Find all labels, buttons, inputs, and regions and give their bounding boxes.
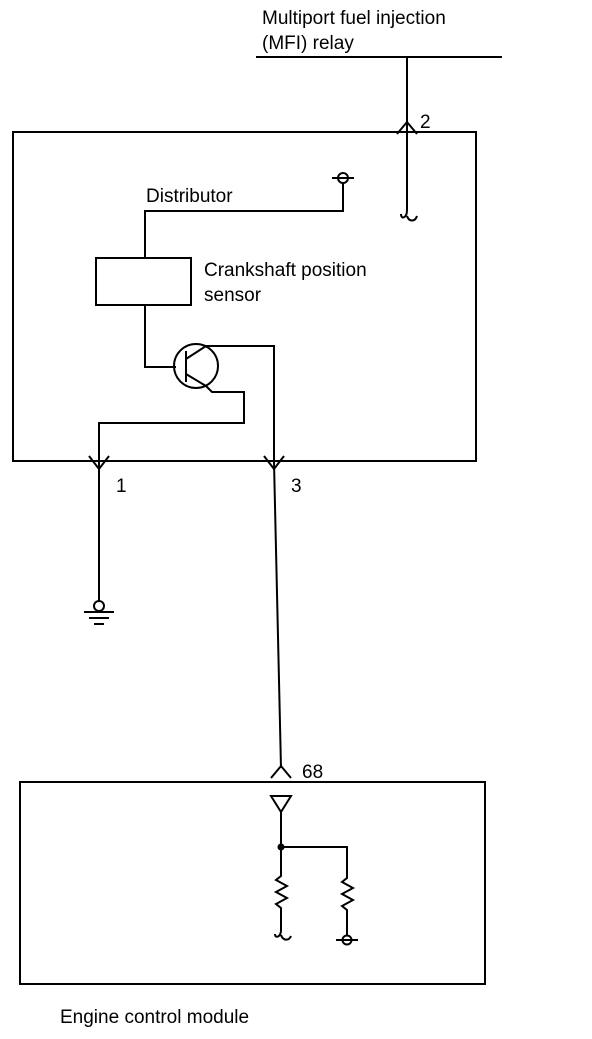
ecm-resistor-right (336, 870, 358, 946)
mfi-relay-label-line2: (MFI) relay (262, 33, 354, 54)
crankshaft-sensor-label-line1: Crankshaft position (204, 260, 367, 281)
ecm-input-triangle (269, 795, 293, 814)
distributor-box (12, 131, 477, 462)
crankshaft-sensor-box (95, 257, 192, 306)
terminal-2-label: 2 (420, 112, 431, 133)
crankshaft-sensor-label-line2: sensor (204, 285, 262, 306)
mfi-relay-label-line1: Multiport fuel injection (262, 8, 446, 29)
terminal-68-label: 68 (302, 762, 323, 783)
relay-wire-end-symbol (400, 209, 418, 222)
ecm-resistor-left (273, 868, 292, 941)
connector-68-symbol (270, 764, 292, 779)
signal-wire (273, 461, 282, 769)
ground-symbol (84, 600, 114, 625)
ecm-label: Engine control module (60, 1007, 249, 1028)
terminal-3-label: 3 (291, 476, 302, 497)
ecm-box (19, 781, 486, 985)
distributor-label: Distributor (146, 186, 233, 207)
terminal-1-label: 1 (116, 476, 127, 497)
distributor-internal-wire (144, 183, 344, 258)
transistor-symbol (98, 305, 275, 462)
ecm-branch-wire (281, 846, 348, 870)
